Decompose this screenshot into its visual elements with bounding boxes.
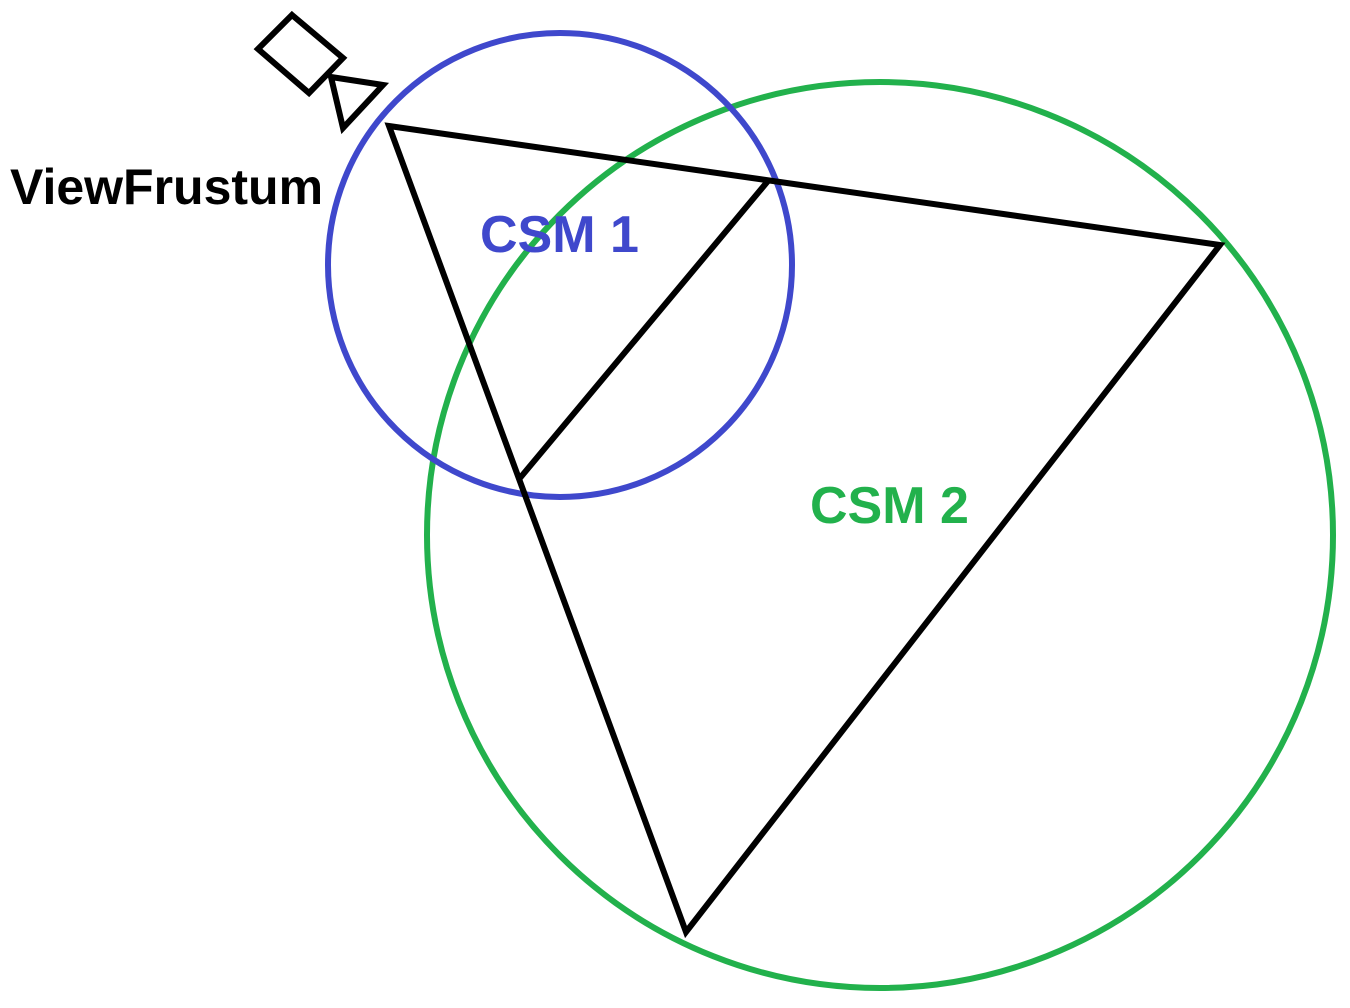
csm1-label: CSM 1 <box>480 206 639 264</box>
camera-icon <box>253 10 390 135</box>
frustum-split-line <box>517 178 771 481</box>
csm2-bounding-circle <box>424 79 1336 991</box>
camera-body <box>253 10 348 98</box>
view-frustum-label: ViewFrustum <box>10 159 323 215</box>
csm2-label: CSM 2 <box>810 477 969 535</box>
camera-lens <box>327 73 390 135</box>
view-frustum <box>384 122 1226 939</box>
frustum-outline <box>384 122 1226 939</box>
csm1-bounding-circle <box>325 30 795 500</box>
